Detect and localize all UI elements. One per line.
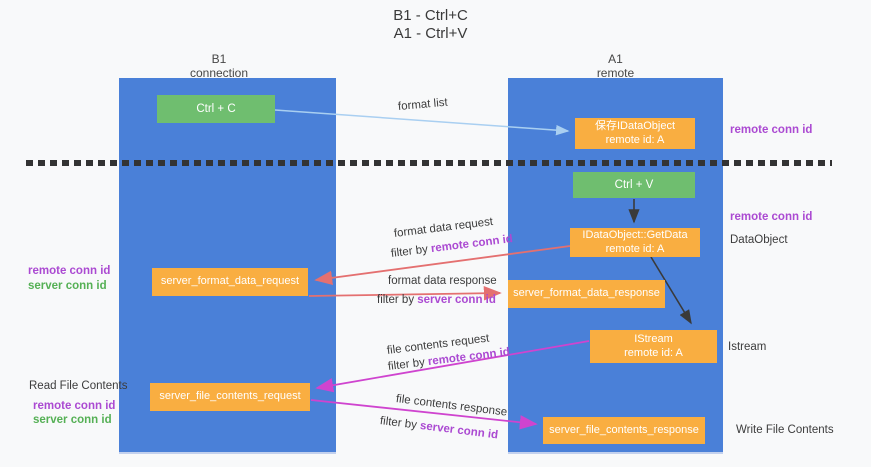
ctrl-v-box: Ctrl + V <box>573 172 695 198</box>
server-file-contents-request-box: server_file_contents_request <box>150 383 310 411</box>
filter-by-server-1: filter by server conn id <box>377 294 496 306</box>
right-lifeline-header: A1 remote <box>508 52 723 80</box>
left-lifeline-name: B1 <box>211 52 227 66</box>
right-lifeline-name: A1 <box>608 52 623 66</box>
left-lifeline-header: B1 connection <box>109 52 329 80</box>
dashed-divider <box>26 160 832 166</box>
right-lifeline-role: remote <box>596 66 635 81</box>
istream-line1: IStream <box>634 333 673 346</box>
filter-by-prefix: filter by <box>387 356 429 373</box>
server-file-contents-response-label: server_file_contents_response <box>549 423 699 436</box>
saved-dataobject-box: 保存IDataObject remote id: A <box>575 118 695 149</box>
read-file-contents-label: Read File Contents <box>29 380 128 392</box>
filter-by-prefix: filter by <box>390 243 432 260</box>
saved-dataobject-line2: remote id: A <box>605 133 665 146</box>
server-conn-id-ref: server conn id <box>417 294 496 306</box>
ctrl-v-label: Ctrl + V <box>614 179 654 191</box>
left-server-conn-id-2: server conn id <box>33 414 112 426</box>
remote-conn-id-ref: remote conn id <box>430 233 514 256</box>
right-remote-conn-id-top: remote conn id <box>730 124 813 136</box>
server-file-contents-request-label: server_file_contents_request <box>159 390 301 403</box>
file-contents-response-label: file contents response <box>395 393 508 419</box>
write-file-contents-label: Write File Contents <box>736 424 834 436</box>
left-remote-conn-id-2: remote conn id <box>33 400 116 412</box>
ctrl-c-label: Ctrl + C <box>196 103 236 115</box>
right-remote-conn-id-mid: remote conn id <box>730 211 813 223</box>
getdata-box: IDataObject::GetData remote id: A <box>570 228 700 257</box>
title-line-1: B1 - Ctrl+C <box>393 7 468 24</box>
server-format-data-request-box: server_format_data_request <box>152 268 308 296</box>
istream-box: IStream remote id: A <box>590 330 717 363</box>
server-conn-id-ref: server conn id <box>419 419 499 442</box>
diagram-title: B1 - Ctrl+C A1 - Ctrl+V <box>0 7 861 44</box>
filter-by-server-2: filter by server conn id <box>379 415 498 441</box>
left-server-conn-id-1: server conn id <box>28 280 107 292</box>
server-format-data-response-label: server_format_data_response <box>513 287 660 300</box>
getdata-line2: remote id: A <box>605 242 665 255</box>
left-remote-conn-id-1: remote conn id <box>28 265 111 277</box>
filter-by-prefix: filter by <box>379 415 421 432</box>
istream-line2: remote id: A <box>624 346 683 359</box>
filter-by-prefix: filter by <box>377 294 418 306</box>
title-line-2: A1 - Ctrl+V <box>393 25 468 43</box>
format-data-response-label: format data response <box>388 275 497 287</box>
ctrl-c-box: Ctrl + C <box>157 95 275 123</box>
format-list-label: format list <box>397 96 449 113</box>
dataobject-label: DataObject <box>730 234 788 246</box>
getdata-line1: IDataObject::GetData <box>582 229 688 242</box>
server-format-data-response-box: server_format_data_response <box>508 280 665 308</box>
left-lifeline-role: connection <box>189 66 249 81</box>
istream-side-label: Istream <box>728 341 767 353</box>
server-file-contents-response-box: server_file_contents_response <box>543 417 705 444</box>
server-format-data-request-label: server_format_data_request <box>160 275 300 288</box>
saved-dataobject-line1: 保存IDataObject <box>594 120 676 133</box>
